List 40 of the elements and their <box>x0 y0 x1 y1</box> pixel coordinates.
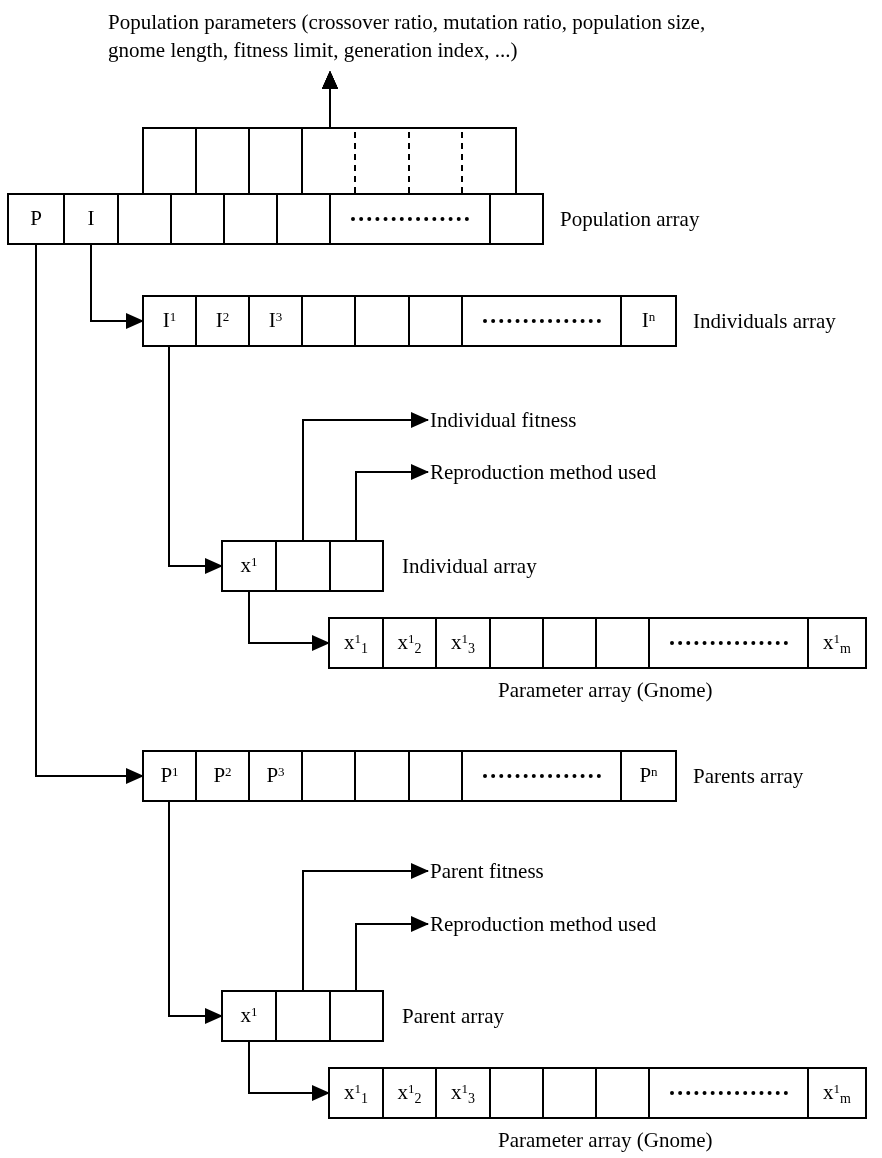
array-cell: I$^{n}$ <box>620 295 677 347</box>
arrow <box>168 346 223 574</box>
ellipsis-cell <box>329 193 491 245</box>
array-name: Individuals array <box>693 308 836 335</box>
arrow <box>248 591 330 651</box>
ellipsis-cell <box>648 617 809 669</box>
array-name: Parents array <box>693 763 804 790</box>
arrow <box>302 412 429 541</box>
text-label: Reproduction method used <box>430 910 720 938</box>
text-label: Parent fitness <box>430 857 670 885</box>
text-label: Reproduction method used <box>430 458 720 486</box>
arrow <box>90 244 144 329</box>
arrow <box>35 244 144 784</box>
arrow <box>168 801 223 1024</box>
array-cell: P$^{1}$ <box>142 750 197 802</box>
array-cell: I <box>63 193 119 245</box>
array-name: Parameter array (Gnome) <box>498 677 713 704</box>
text-label: Individual fitness <box>430 406 670 434</box>
ellipsis-cell <box>648 1067 809 1119</box>
array-cell: P <box>7 193 65 245</box>
arrow <box>355 464 429 541</box>
array-name: Population array <box>560 206 700 233</box>
array-name: Parameter array (Gnome) <box>498 1127 713 1154</box>
array-cell: x$^{1}$ <box>221 540 277 592</box>
ellipsis-cell <box>461 295 622 347</box>
array-cell: I$^{1}$ <box>142 295 197 347</box>
array-name: Parent array <box>402 1003 505 1030</box>
arrow <box>302 863 429 991</box>
array-cell: P$^{n}$ <box>620 750 677 802</box>
arrow <box>322 71 517 194</box>
array-name: Individual array <box>402 553 537 580</box>
text-label: Population parameters (crossover ratio, mutation ratio, population size, gnome length, fitness limit, generation index, ...) <box>108 8 758 64</box>
array-cell: P$^{2}$ <box>195 750 250 802</box>
array-cell: I$^{2}$ <box>195 295 250 347</box>
array-cell: P$^{3}$ <box>248 750 303 802</box>
array-cell: x$^{1}$ <box>221 990 277 1042</box>
array-cell: I$^{3}$ <box>248 295 303 347</box>
ellipsis-cell <box>461 750 622 802</box>
arrow <box>355 916 429 991</box>
arrow <box>248 1041 330 1101</box>
